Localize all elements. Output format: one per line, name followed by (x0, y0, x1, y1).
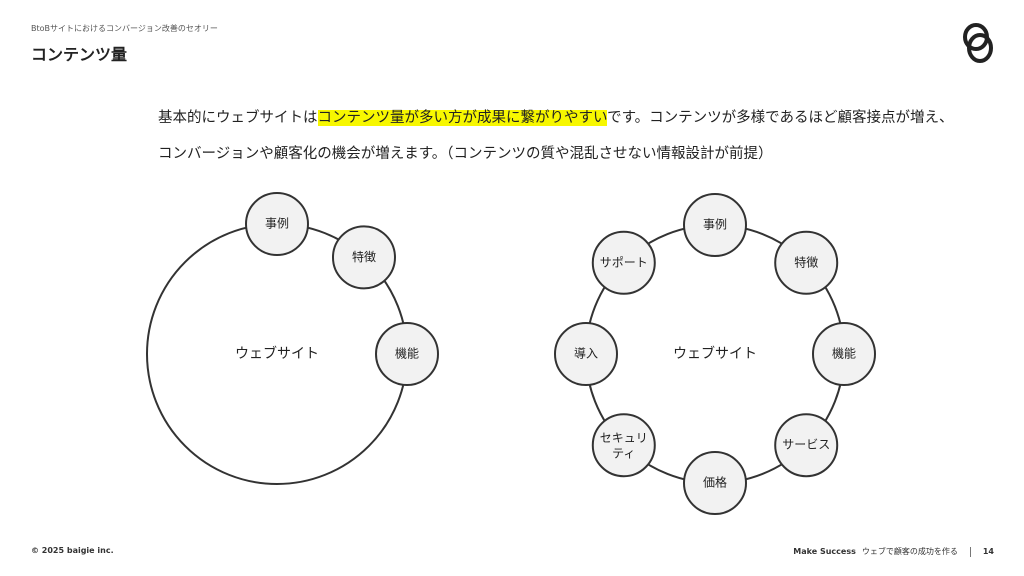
node-label: 導入 (574, 347, 598, 361)
content-node: 導入 (554, 322, 618, 386)
footer-brand: Make Success (793, 547, 856, 556)
node-label: 価格 (703, 475, 727, 490)
center-label: ウェブサイト (673, 345, 757, 362)
node-circle (774, 230, 839, 295)
body-text: 基本的にウェブサイトはコンテンツ量が多い方が成果に繋がりやすいです。コンテンツが… (158, 100, 958, 172)
node-circle (591, 413, 656, 478)
node-label: サポート (600, 255, 648, 269)
copyright: © 2025 baigie inc. (31, 546, 114, 555)
node-label: 機能 (832, 346, 856, 361)
logo-icon (963, 23, 993, 63)
content-node: セキュリティ (591, 413, 656, 478)
content-node: 機能 (375, 322, 439, 386)
node-circle (331, 225, 396, 290)
deck-subtitle: BtoBサイトにおけるコンバージョン改善のセオリー (31, 24, 218, 33)
body-text-after: です。コンテンツが多様であるほど顧客接点が増え、コンバージョンや顧客化の機会が増… (158, 110, 954, 162)
content-node: 特徴 (331, 225, 396, 290)
node-circle (375, 322, 439, 386)
page-number: 14 (982, 547, 994, 556)
node-label: セキュリティ (600, 431, 648, 461)
node-circle (683, 193, 747, 257)
node-label: 特徴 (794, 254, 818, 269)
node-circle (774, 413, 839, 478)
footer-tagline: ウェブで顧客の成功を作る (861, 547, 958, 556)
center-label: ウェブサイト (235, 345, 319, 362)
node-label: サービス (782, 438, 830, 452)
content-node: サービス (774, 413, 839, 478)
content-node: 特徴 (774, 230, 839, 295)
node-circle (812, 322, 876, 386)
footer-divider (969, 546, 971, 557)
node-label: 事例 (703, 218, 727, 232)
body-text-before: 基本的にウェブサイトは (158, 110, 318, 126)
node-circle (554, 322, 618, 386)
content-node: 事例 (245, 192, 309, 256)
content-node: 価格 (683, 451, 747, 515)
content-node: 機能 (812, 322, 876, 386)
page-title: コンテンツ量 (31, 45, 128, 64)
node-circle (245, 192, 309, 256)
highlighted-text: コンテンツ量が多い方が成果に繋がりやすい (317, 110, 608, 126)
node-label: 機能 (395, 346, 419, 361)
node-circle (591, 230, 656, 295)
content-node: サポート (591, 230, 656, 295)
content-node: 事例 (683, 193, 747, 257)
footer: Make Success ウェブで顧客の成功を作る 14 (793, 546, 994, 557)
node-circle (683, 451, 747, 515)
node-label: 事例 (265, 217, 289, 231)
node-label: 特徴 (352, 249, 376, 264)
